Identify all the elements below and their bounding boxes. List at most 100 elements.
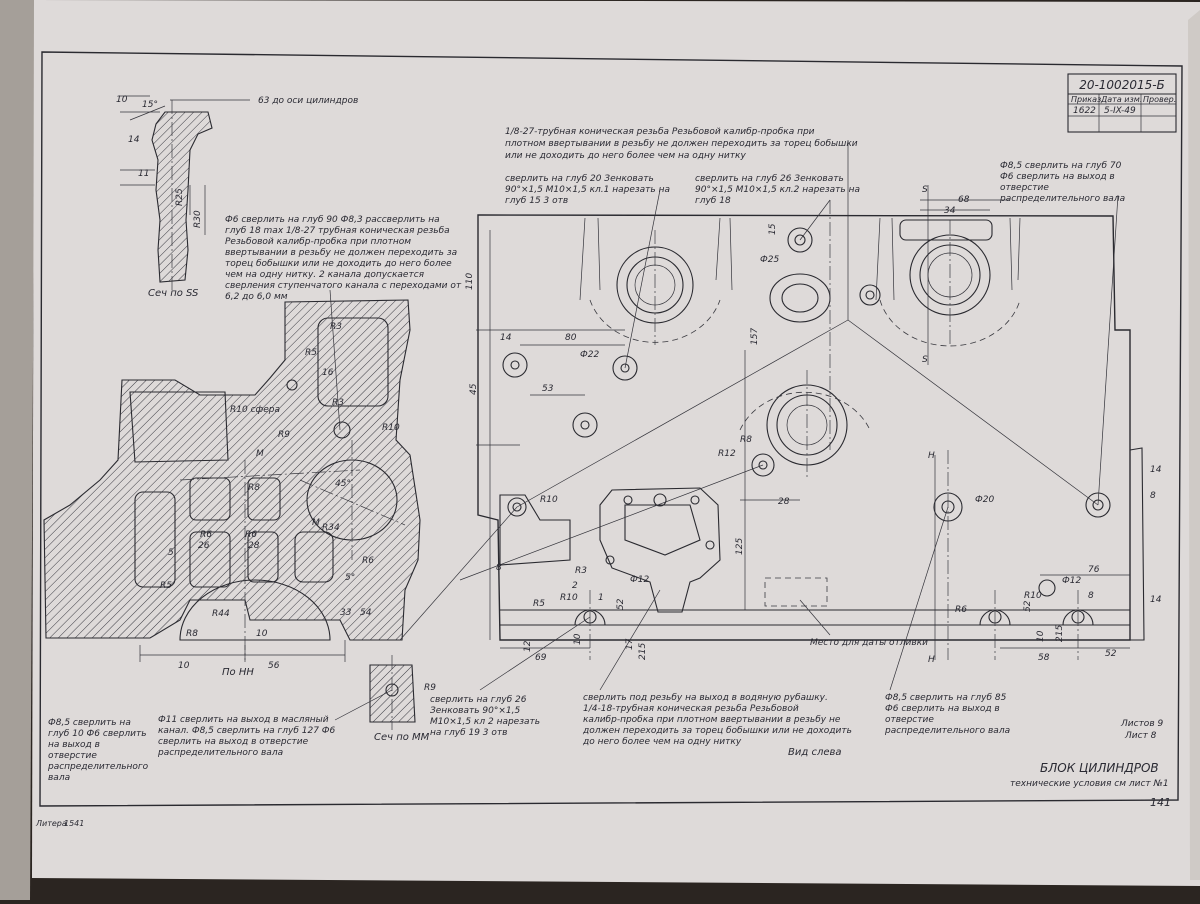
view-dim-10b: 10	[1036, 630, 1046, 642]
view-dim-2: 2	[572, 581, 578, 591]
ss-dim-10: 10	[116, 95, 128, 105]
nn-dim-10b: 54	[360, 608, 372, 618]
view-dim-r10c: R10	[1024, 591, 1042, 601]
sheet-number: Лист 8	[1124, 731, 1157, 741]
nn-dim-r6c: R6	[362, 556, 374, 566]
view-label-s-top: S	[922, 185, 928, 195]
page-number: 141	[1150, 796, 1171, 809]
view-dim-69: 69	[535, 653, 547, 663]
view-dim-8a: 8	[1150, 491, 1156, 501]
view-dim-d20: Ф20	[975, 495, 994, 505]
technical-conditions: технические условия см лист №1	[1010, 779, 1169, 789]
nn-dim-r6b: R6	[245, 530, 257, 540]
note-oil-gallery: Ф6 сверлить на глуб 90 Ф8,3 рассверлить …	[225, 215, 462, 302]
nn-dim-r9: R9	[278, 430, 290, 440]
view-label-h-bottom: Н	[928, 655, 935, 665]
view-dim-17: 17	[625, 638, 635, 650]
nn-dim-r5: R5	[305, 348, 317, 358]
nn-dim-45deg: 45°	[335, 479, 351, 489]
nn-label: По НН	[222, 667, 254, 678]
view-dim-215a: 215	[638, 643, 648, 660]
nn-dim-r5b: R5	[160, 581, 172, 591]
nn-dim-r10: R10	[382, 423, 400, 433]
nn-dim-r44: R44	[212, 609, 230, 619]
view-dim-d12a: Ф12	[630, 575, 649, 585]
view-dim-34: 34	[944, 206, 956, 216]
nn-dim-r10-sphere: R10 сфера	[230, 405, 280, 415]
nn-dim-16: 16	[322, 368, 334, 378]
ss-dim-r30: R30	[193, 210, 203, 228]
drawing-number: 20-1002015-Б	[1079, 78, 1165, 92]
view-dim-d22: Ф22	[580, 350, 599, 360]
view-dim-14c: 14	[1150, 595, 1162, 605]
note-thread-top: 1/8-27-трубная коническая резьба Резьбов…	[505, 127, 858, 161]
nn-dim-33: 33	[340, 608, 352, 618]
left-view: 110 14 80 Ф22 45 53 Ф25 15 157 S 68 34 S…	[329, 140, 1162, 758]
stamp-header-order: Приказ	[1071, 95, 1101, 104]
nn-label-m-top: M	[256, 449, 264, 459]
view-dim-76: 76	[1088, 565, 1100, 575]
view-dim-r5: R5	[533, 599, 545, 609]
view-dim-r12: R12	[718, 449, 736, 459]
nn-dim-r3a: R3	[330, 322, 342, 332]
nn-dim-54: 56	[268, 661, 280, 671]
ss-axis-note: 63 до оси цилиндров	[258, 96, 358, 106]
view-dim-45: 45	[469, 383, 479, 395]
nn-dim-26: 26	[198, 541, 210, 551]
stamp-order-value: 1622	[1073, 106, 1096, 116]
mm-label: Сеч по ММ	[374, 732, 430, 743]
view-dim-8c: 8	[1088, 591, 1094, 601]
view-dim-r3: R3	[575, 566, 587, 576]
section-mm: R9 Сеч по ММ	[369, 655, 436, 743]
view-dim-14a: 14	[500, 333, 512, 343]
stamp-header-date: Дата изм.	[1100, 95, 1142, 104]
view-dim-1: 1	[598, 593, 604, 603]
view-dim-52b: 52	[1023, 600, 1033, 612]
stamp-date-value: 5-IX-49	[1104, 106, 1136, 116]
view-dim-8b: 8	[496, 563, 502, 573]
view-dim-d12b: Ф12	[1062, 576, 1081, 586]
ss-dim-14: 14	[128, 135, 140, 145]
ss-label: Сеч по SS	[148, 288, 199, 299]
view-dim-r10b: R10	[560, 593, 578, 603]
ss-dim-11: 11	[138, 169, 149, 179]
nn-dim-5deg: 5°	[345, 573, 355, 583]
title-stamp: 20-1002015-Б Приказ Дата изм. Провер. 16…	[1067, 73, 1177, 133]
view-dim-r6: R6	[955, 605, 967, 615]
view-dim-d25: Ф25	[760, 255, 779, 265]
nn-dim-5: 5	[168, 548, 174, 558]
view-dim-r10a: R10	[540, 495, 558, 505]
casting-note: Место для даты отливки	[810, 638, 928, 648]
title-block: Листов 9 Лист 8 БЛОК ЦИЛИНДРОВ техническ…	[35, 719, 1171, 828]
sheets-total: Листов 9	[1120, 719, 1163, 729]
ss-dim-15deg: 15°	[142, 100, 158, 110]
section-nn: 10 56 R3 R5 16 R3 R10 сфера R9 R10 M R8 …	[43, 299, 421, 678]
view-dim-14b: 14	[1150, 465, 1162, 475]
nn-dim-10a: 10	[256, 629, 268, 639]
view-dim-157: 157	[750, 328, 760, 345]
view-dim-58: 58	[1038, 653, 1050, 663]
view-dim-15: 15	[768, 223, 778, 235]
nn-dim-28: 28	[248, 541, 260, 551]
stamp-header-check: Провер.	[1143, 95, 1176, 104]
view-dim-215b: 215	[1055, 625, 1065, 642]
nn-dim-56: 10	[178, 661, 190, 671]
section-ss: 10 15° 14 11 R25 R30 63 до оси цилиндров…	[116, 95, 358, 299]
notes: 1/8-27-трубная коническая резьба Резьбов…	[47, 127, 1125, 783]
view-dim-10a: 10	[573, 633, 583, 645]
view-label: Вид слева	[788, 747, 842, 758]
view-dim-28: 28	[778, 497, 790, 507]
note-water-jacket: сверлить под резьбу на выход в водяную р…	[582, 693, 852, 747]
view-dim-12: 12	[523, 640, 533, 652]
view-label-h-top: Н	[928, 451, 935, 461]
view-dim-52a: 52	[616, 598, 626, 610]
drawing-frame	[39, 51, 1183, 807]
